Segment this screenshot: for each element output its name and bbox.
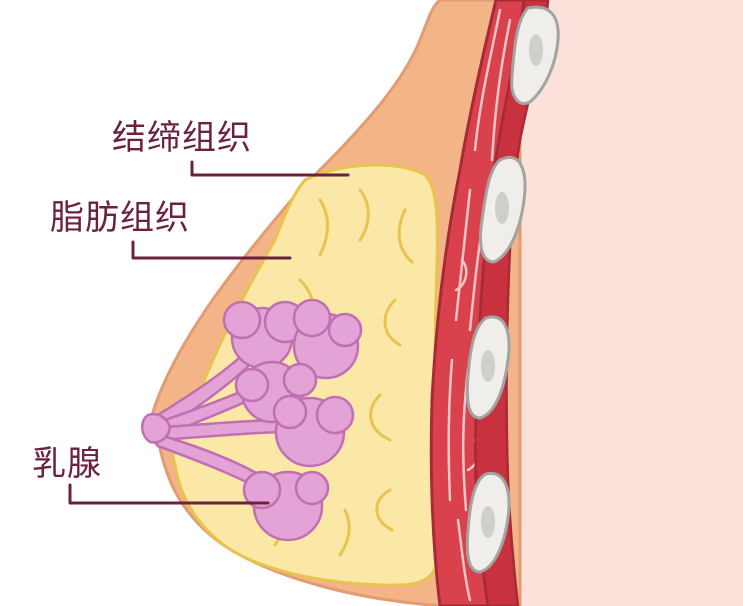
label-mammary-gland: 乳腺	[32, 444, 102, 484]
pointer-gland	[68, 483, 270, 505]
label-fat-tissue: 脂肪组织	[50, 198, 190, 238]
pointer-connective	[190, 160, 350, 177]
label-connective-tissue: 结缔组织	[112, 118, 252, 158]
rib-highlights	[481, 34, 543, 538]
pointer-fat	[131, 240, 292, 260]
body-skin	[520, 0, 743, 606]
pointer-lines	[68, 160, 350, 505]
gland-lobules	[222, 298, 363, 542]
